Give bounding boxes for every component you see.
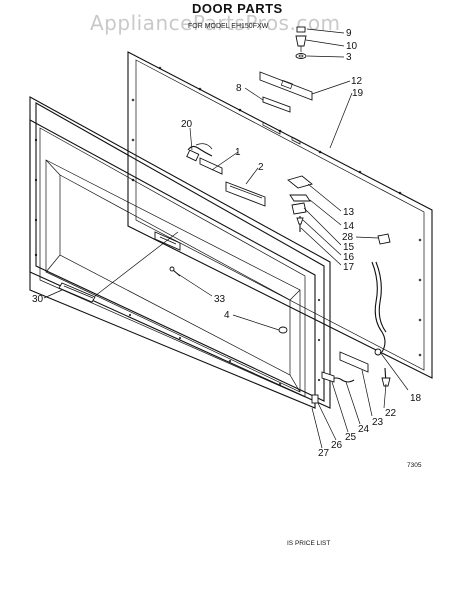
bracket-part-2	[225, 181, 266, 207]
model-subtitle: FOR MODEL EH150FXW	[188, 23, 269, 30]
figure-number: 7305	[407, 462, 422, 469]
callout-12: 12	[351, 76, 363, 87]
screw-stack	[295, 26, 307, 59]
callout-22: 22	[385, 408, 397, 419]
callout-23: 23	[372, 417, 384, 428]
switch-assembly	[186, 143, 223, 175]
callout-20: 20	[181, 119, 193, 130]
callout-26: 26	[331, 440, 343, 451]
callout-4: 4	[224, 310, 230, 321]
callout-16: 16	[343, 252, 355, 263]
callout-10: 10	[346, 41, 358, 52]
price-list-note: IS PRICE LIST	[287, 540, 330, 547]
outer-door-panel	[127, 51, 433, 379]
callout-17: 17	[343, 262, 355, 273]
callout-15: 15	[343, 242, 355, 253]
callout-14: 14	[343, 221, 355, 232]
callout-8: 8	[236, 83, 242, 94]
callout-3: 3	[346, 52, 352, 63]
callout-2: 2	[258, 162, 264, 173]
lower-hinge-parts	[311, 351, 391, 404]
wire-harness-18	[371, 261, 387, 356]
door-handle	[58, 282, 96, 303]
callout-18: 18	[410, 393, 422, 404]
leader-lines	[43, 28, 409, 449]
callout-labels: 9 10 3 12 19 8 1 20 2 13 14 28 15 16 17 …	[32, 28, 422, 459]
plug-part-28	[377, 233, 391, 245]
page-title: DOOR PARTS	[192, 1, 283, 16]
plug-part-4	[278, 326, 288, 334]
screw-33	[169, 266, 181, 277]
callout-28: 28	[342, 232, 354, 243]
callout-27: 27	[318, 448, 330, 459]
callout-30: 30	[32, 294, 44, 305]
inner-door-liner	[29, 96, 331, 409]
callout-9: 9	[346, 28, 352, 39]
callout-19: 19	[352, 88, 364, 99]
callout-33: 33	[214, 294, 226, 305]
hinge-parts	[287, 175, 313, 232]
callout-13: 13	[343, 207, 355, 218]
callout-1: 1	[235, 147, 241, 158]
strike-part-8	[262, 96, 291, 113]
liner-latch-bracket	[154, 231, 181, 251]
strike-plate-12	[259, 71, 313, 101]
callout-24: 24	[358, 424, 370, 435]
callout-25: 25	[345, 432, 357, 443]
